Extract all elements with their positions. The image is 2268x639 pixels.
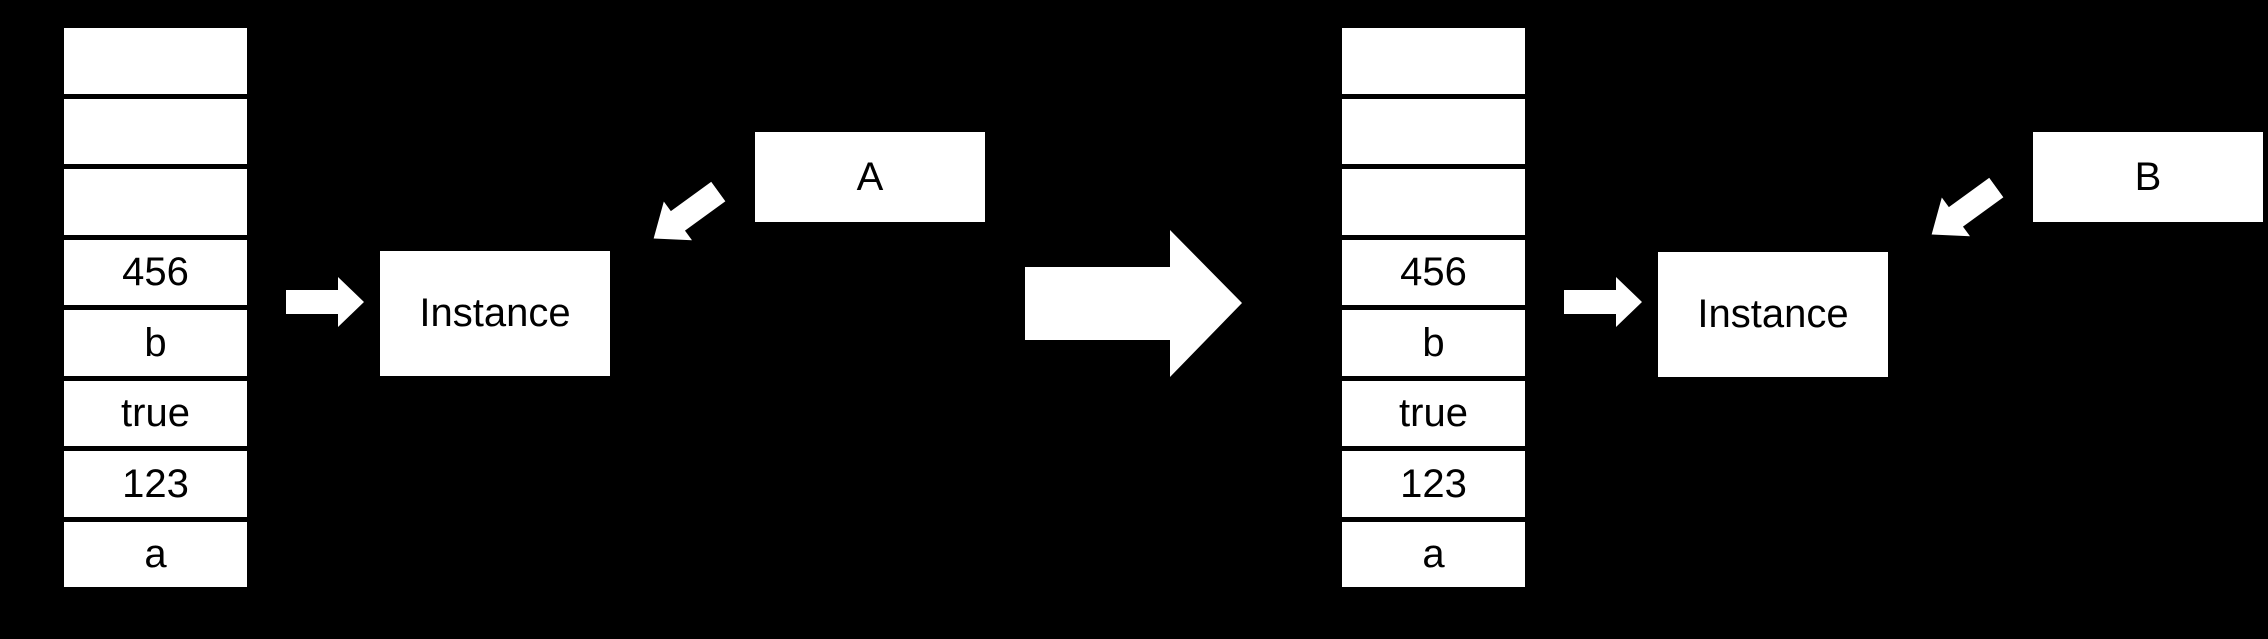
down-left-arrow-icon (640, 172, 733, 258)
stack-cell: 123 (64, 451, 247, 517)
stack-cell: 456 (64, 239, 247, 305)
stack-cell (64, 28, 247, 94)
stack-cell (64, 169, 247, 235)
stack-cell: b (64, 310, 247, 376)
right-arrow-icon (1564, 277, 1642, 327)
stack-cell: true (1342, 380, 1525, 446)
stack-cell: a (64, 521, 247, 587)
right-arrow-icon (286, 277, 364, 327)
stack-left: 456 b true 123 a (64, 28, 247, 587)
down-left-arrow-icon (1918, 168, 2011, 254)
stack-cell: 123 (1342, 451, 1525, 517)
stack-cell: b (1342, 310, 1525, 376)
stack-cell (1342, 98, 1525, 164)
big-right-arrow-icon (1025, 230, 1242, 377)
stack-cell: 456 (1342, 239, 1525, 305)
reference-box-b: B (2033, 132, 2263, 222)
stack-cell (1342, 169, 1525, 235)
instance-box: Instance (380, 251, 610, 376)
stack-cell (1342, 28, 1525, 94)
stack-cell: a (1342, 521, 1525, 587)
reference-box-a: A (755, 132, 985, 222)
stack-cell: true (64, 380, 247, 446)
stack-right: 456 b true 123 a (1342, 28, 1525, 587)
stack-cell (64, 98, 247, 164)
instance-box: Instance (1658, 252, 1888, 377)
